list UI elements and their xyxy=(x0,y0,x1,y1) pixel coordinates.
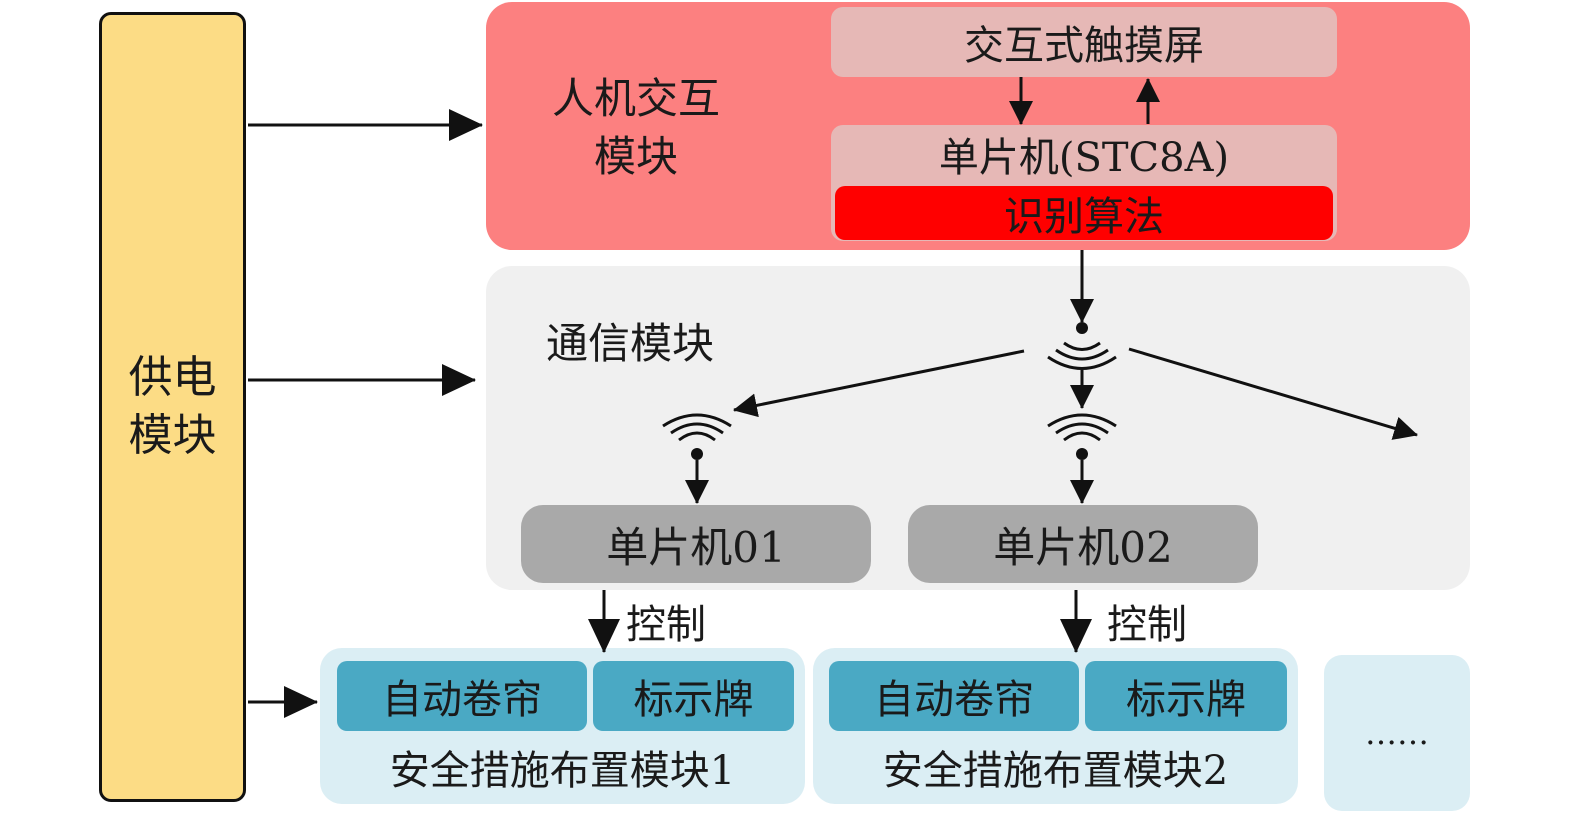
wireless-signal-icon xyxy=(1047,413,1117,460)
safety-module-2-label: 安全措施布置模块2 xyxy=(882,748,1229,794)
hmi-module-label: 人机交互 模块 xyxy=(538,70,734,186)
broadcast-left-arrow xyxy=(733,349,1025,418)
broadcast-right-arrow xyxy=(1128,347,1418,440)
wireless-signal-icon xyxy=(662,413,732,460)
wireless-signal-icon xyxy=(1047,322,1117,370)
safety-1-sign: 标示牌 xyxy=(593,661,794,731)
control-label-2: 控制 xyxy=(1107,602,1187,648)
mcu-02-box: 单片机02 xyxy=(908,505,1258,583)
touchscreen-box: 交互式触摸屏 xyxy=(831,7,1337,77)
hmi-module-label-line2: 模块 xyxy=(593,132,678,181)
power-module: 供电 模块 xyxy=(99,12,246,802)
more-modules: …… xyxy=(1324,655,1470,811)
safety-module-1-label: 安全措施布置模块1 xyxy=(389,748,736,794)
safety-1-auto-shutter: 自动卷帘 xyxy=(337,661,587,731)
hmi-module-label-line1: 人机交互 xyxy=(551,74,720,123)
power-module-label-line1: 供电 xyxy=(128,352,217,403)
mcu-01-box: 单片机01 xyxy=(521,505,871,583)
safety-2-sign: 标示牌 xyxy=(1085,661,1287,731)
control-label-1: 控制 xyxy=(626,602,706,648)
main-mcu-label: 单片机(STC8A) xyxy=(938,135,1230,181)
comm-module-label: 通信模块 xyxy=(546,319,715,368)
safety-2-auto-shutter: 自动卷帘 xyxy=(829,661,1079,731)
power-module-label-line2: 模块 xyxy=(128,410,217,461)
recognition-algorithm-box: 识别算法 xyxy=(835,186,1333,240)
